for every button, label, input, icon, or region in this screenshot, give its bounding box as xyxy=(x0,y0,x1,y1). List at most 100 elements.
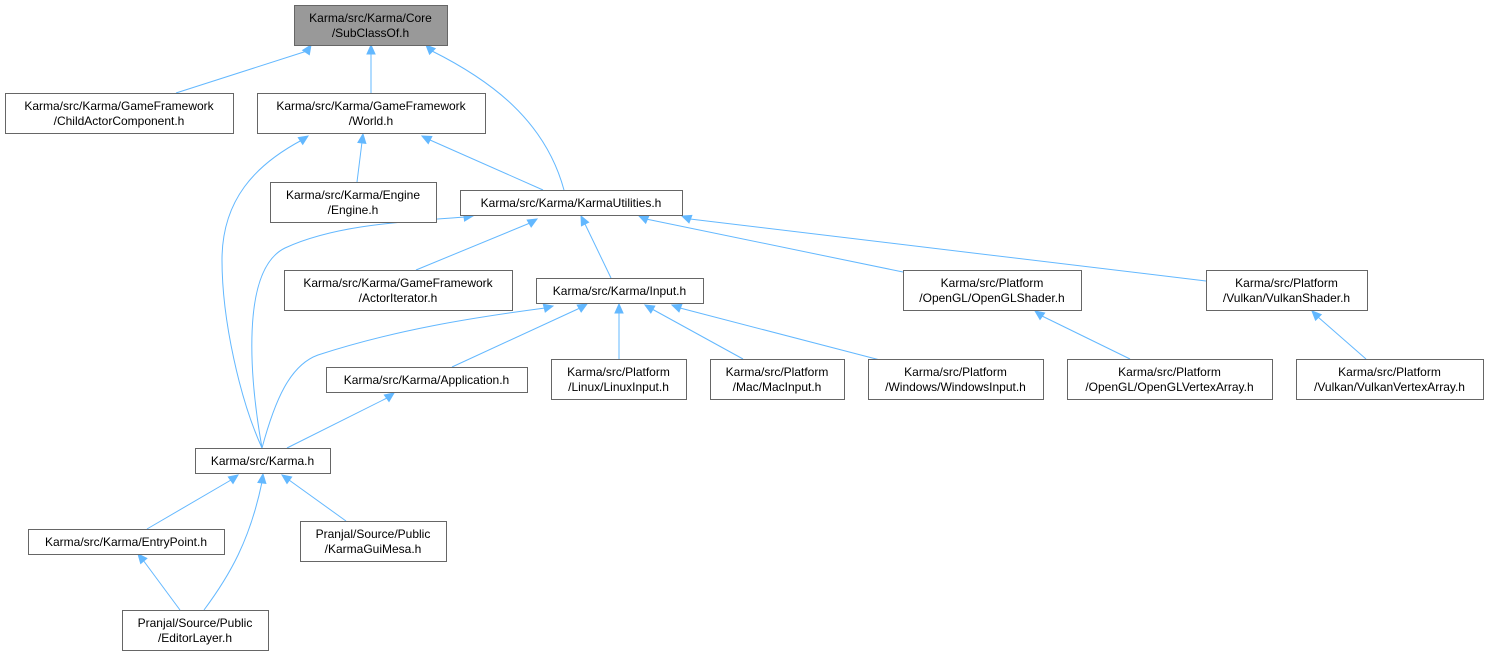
arrowhead-icon xyxy=(1311,310,1323,322)
node-label-line: Karma/src/Karma.h xyxy=(211,454,314,468)
node-label-line: Karma/src/Karma/GameFramework xyxy=(24,99,214,113)
arrowhead-icon xyxy=(670,303,683,313)
arrowhead-icon xyxy=(257,472,267,485)
node-openglshader[interactable]: Karma/src/Platform/OpenGL/OpenGLShader.h xyxy=(903,270,1082,311)
node-engine[interactable]: Karma/src/Karma/Engine/Engine.h xyxy=(270,182,437,223)
node-label-line: Karma/src/Platform xyxy=(1235,276,1338,290)
arrowhead-icon xyxy=(280,474,293,485)
node-entrypoint[interactable]: Karma/src/Karma/EntryPoint.h xyxy=(28,529,225,555)
arrowhead-icon xyxy=(643,304,656,314)
node-box xyxy=(1206,270,1368,311)
edge-line xyxy=(261,307,546,449)
edge-world-to-subclassof xyxy=(366,43,376,93)
node-subclassof[interactable]: Karma/src/Karma/Core/SubClassOf.h xyxy=(294,5,448,46)
node-box xyxy=(1067,359,1273,400)
arrowhead-icon xyxy=(357,132,367,145)
edge-line xyxy=(415,222,531,271)
node-label-line: /SubClassOf.h xyxy=(332,26,409,40)
edge-windowsinput-to-input xyxy=(670,303,881,361)
arrowhead-icon xyxy=(137,553,148,565)
arrowhead-icon xyxy=(576,303,589,313)
node-karmah[interactable]: Karma/src/Karma.h xyxy=(195,448,331,474)
edge-line xyxy=(431,50,565,191)
node-label-line: Karma/src/Platform xyxy=(567,365,670,379)
arrowhead-icon xyxy=(383,392,396,403)
arrowhead-icon xyxy=(301,43,312,56)
nodes-layer: Karma/src/Karma/Core/SubClassOf.hKarma/s… xyxy=(5,5,1484,651)
node-label-line: /Vulkan/VulkanVertexArray.h xyxy=(1314,380,1465,394)
node-actoriterator[interactable]: Karma/src/Karma/GameFramework/ActorItera… xyxy=(284,270,513,311)
node-label-line: /Windows/WindowsInput.h xyxy=(885,380,1026,394)
node-label-line: Karma/src/Platform xyxy=(941,276,1044,290)
edge-vulkanvertexarray-to-vulkanshader xyxy=(1311,310,1367,360)
edge-line xyxy=(1317,316,1367,360)
edge-karmautilities-to-world xyxy=(420,135,544,191)
edge-line xyxy=(288,479,347,522)
node-box xyxy=(551,359,687,400)
node-label-line: Karma/src/Platform xyxy=(1338,365,1441,379)
arrowhead-icon xyxy=(420,135,433,145)
edge-linuxinput-to-input xyxy=(614,302,624,359)
node-karmaguimesa[interactable]: Pranjal/Source/Public/KarmaGuiMesa.h xyxy=(300,521,447,562)
edge-line xyxy=(584,223,612,279)
node-label-line: Karma/src/Platform xyxy=(1118,365,1221,379)
node-windowsinput[interactable]: Karma/src/Platform/Windows/WindowsInput.… xyxy=(868,359,1044,400)
edge-line xyxy=(451,307,581,368)
node-box xyxy=(536,278,704,304)
edge-application-to-input xyxy=(451,303,589,368)
node-box xyxy=(710,359,845,400)
edge-line xyxy=(679,307,881,361)
node-box xyxy=(294,5,448,46)
edge-line xyxy=(286,397,388,449)
node-label-line: Karma/src/Karma/GameFramework xyxy=(303,276,493,290)
edge-line xyxy=(175,50,308,94)
node-linuxinput[interactable]: Karma/src/Platform/Linux/LinuxInput.h xyxy=(551,359,687,400)
node-box xyxy=(257,93,486,134)
edge-line xyxy=(221,139,303,449)
node-label-line: /ChildActorComponent.h xyxy=(54,114,185,128)
node-input[interactable]: Karma/src/Karma/Input.h xyxy=(536,278,704,304)
node-label-line: Karma/src/Karma/Core xyxy=(309,11,432,25)
node-editorlayer[interactable]: Pranjal/Source/Public/EditorLayer.h xyxy=(122,610,269,651)
node-box xyxy=(868,359,1044,400)
node-childactor[interactable]: Karma/src/Karma/GameFramework/ChildActor… xyxy=(5,93,234,134)
node-vulkanshader[interactable]: Karma/src/Platform/Vulkan/VulkanShader.h xyxy=(1206,270,1368,311)
arrowhead-icon xyxy=(526,218,539,228)
node-box xyxy=(1296,359,1484,400)
edge-line xyxy=(146,479,232,530)
edge-engine-to-world xyxy=(356,132,367,183)
edge-input-to-karmautilities xyxy=(580,214,612,279)
node-label-line: Karma/src/Karma/EntryPoint.h xyxy=(45,535,207,549)
node-vulkanvertexarray[interactable]: Karma/src/Platform/Vulkan/VulkanVertexAr… xyxy=(1296,359,1484,400)
arrowhead-icon xyxy=(366,43,376,55)
node-label-line: Karma/src/Platform xyxy=(904,365,1007,379)
node-label-line: /OpenGL/OpenGLShader.h xyxy=(919,291,1064,305)
edge-line xyxy=(142,559,181,611)
edge-line xyxy=(645,218,904,273)
edge-childactor-to-subclassof xyxy=(175,43,312,94)
arrowhead-icon xyxy=(637,215,650,225)
node-application[interactable]: Karma/src/Karma/Application.h xyxy=(326,367,528,393)
node-karmautilities[interactable]: Karma/src/Karma/KarmaUtilities.h xyxy=(460,190,683,216)
node-label-line: Pranjal/Source/Public xyxy=(138,616,253,630)
node-label-line: /ActorIterator.h xyxy=(359,291,438,305)
arrowhead-icon xyxy=(1033,310,1046,321)
node-label-line: /OpenGL/OpenGLVertexArray.h xyxy=(1085,380,1253,394)
node-label-line: /EditorLayer.h xyxy=(158,631,232,645)
arrowhead-icon xyxy=(542,303,555,313)
edge-karmautilities-to-subclassof xyxy=(425,44,565,191)
node-box xyxy=(122,610,269,651)
node-openglvertexarray[interactable]: Karma/src/Platform/OpenGL/OpenGLVertexAr… xyxy=(1067,359,1273,400)
node-box xyxy=(5,93,234,134)
node-label-line: /KarmaGuiMesa.h xyxy=(325,542,422,556)
node-macinput[interactable]: Karma/src/Platform/Mac/MacInput.h xyxy=(710,359,845,400)
edge-karmah-to-world xyxy=(221,135,310,449)
edge-openglvertexarray-to-openglshader xyxy=(1033,310,1131,360)
node-label-line: Karma/src/Karma/Application.h xyxy=(344,373,509,387)
node-world[interactable]: Karma/src/Karma/GameFramework/World.h xyxy=(257,93,486,134)
edge-karmah-to-input xyxy=(261,303,555,449)
arrowhead-icon xyxy=(680,214,693,224)
node-box xyxy=(270,182,437,223)
edge-macinput-to-input xyxy=(643,304,744,360)
